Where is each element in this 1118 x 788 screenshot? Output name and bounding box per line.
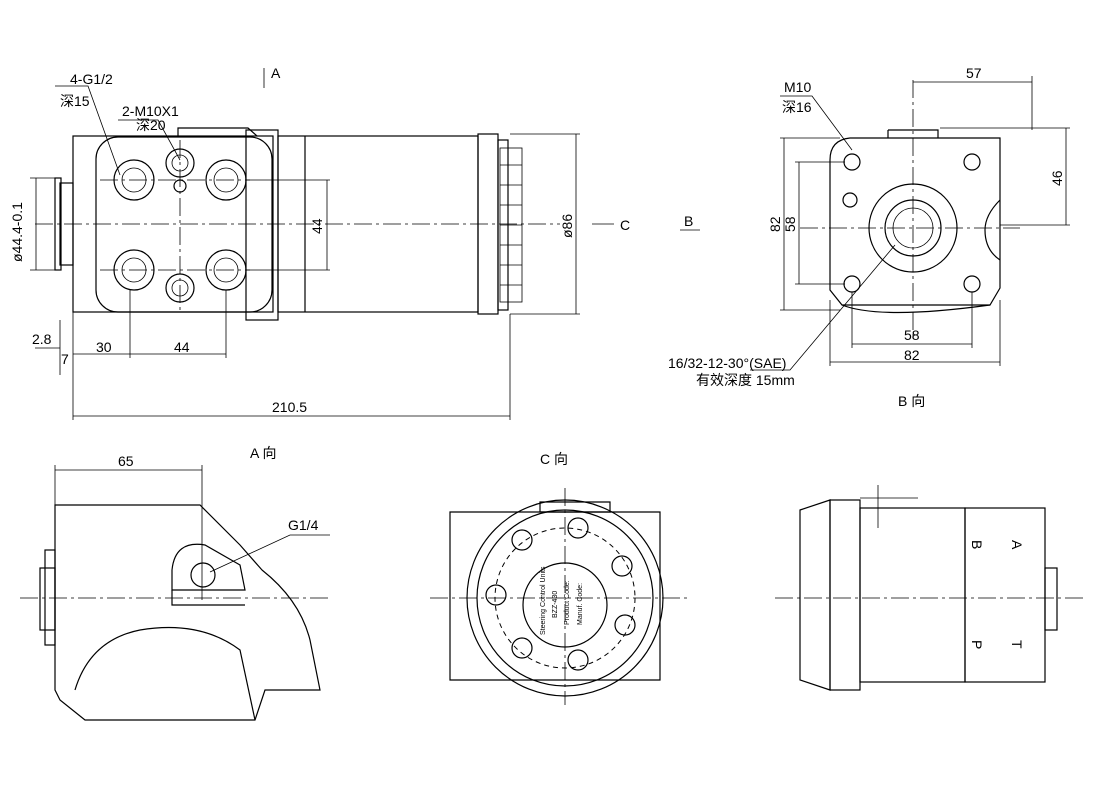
view-arrow-a: A bbox=[271, 65, 281, 81]
pilot-length: 7 bbox=[61, 351, 69, 367]
port-offset: 30 bbox=[96, 339, 112, 355]
g14-callout: G1/4 bbox=[288, 517, 319, 533]
b-view-title: B 向 bbox=[898, 393, 925, 409]
nameplate-product-code: Product Code: bbox=[564, 580, 571, 625]
mount-thread: M10 bbox=[784, 79, 811, 95]
flange-thickness: 2.8 bbox=[32, 331, 52, 347]
spline-spec: 16/32-12-30°(SAE) bbox=[668, 355, 786, 371]
c-view-title: C 向 bbox=[540, 451, 568, 467]
a-view: A 向 65 G1/4 bbox=[20, 445, 330, 721]
bolts bbox=[485, 517, 636, 671]
dim-58-vertical: 58 bbox=[782, 216, 798, 232]
dim-57: 57 bbox=[966, 65, 982, 81]
port-spacing-horizontal: 44 bbox=[174, 339, 190, 355]
spline-depth: 有效深度 15mm bbox=[696, 372, 795, 388]
b-view-flange bbox=[829, 137, 1001, 306]
spline-teeth bbox=[499, 147, 523, 303]
dim-82-horizontal: 82 bbox=[904, 347, 920, 363]
pilot-diameter: ø44.4-0.1 bbox=[9, 202, 25, 262]
a-view-title: A 向 bbox=[250, 445, 276, 461]
port-label-a: A bbox=[1009, 540, 1025, 550]
port-label-p: P bbox=[969, 640, 985, 649]
thread-depth: 深20 bbox=[136, 117, 166, 133]
front-view: 4-G1/2 深15 2-M10X1 深20 A ø44.4-0.1 44 ø8… bbox=[9, 65, 700, 420]
side-view: B A T P bbox=[775, 485, 1085, 691]
c-view: C 向 Steering Control Units BZZ-430 Produ… bbox=[430, 451, 690, 705]
port-callout: 4-G1/2 bbox=[70, 71, 113, 87]
dim-65: 65 bbox=[118, 453, 134, 469]
overall-length: 210.5 bbox=[272, 399, 307, 415]
thread-callout: 2-M10X1 bbox=[122, 103, 179, 119]
dim-46: 46 bbox=[1049, 170, 1065, 186]
dim-58-horizontal: 58 bbox=[904, 327, 920, 343]
nameplate-model: BZZ-430 bbox=[552, 591, 559, 618]
mount-depth: 深16 bbox=[782, 99, 812, 115]
port-depth: 深15 bbox=[60, 93, 90, 109]
port-spacing-vertical: 44 bbox=[309, 218, 325, 234]
body-diameter: ø86 bbox=[559, 214, 575, 238]
view-arrow-c: C bbox=[620, 217, 630, 233]
nameplate-manuf-code: Manuf. Code: bbox=[577, 583, 584, 625]
port-label-t: T bbox=[1009, 640, 1025, 649]
b-view: M10 深16 57 46 82 58 58 82 16/32-12-30°(S… bbox=[668, 65, 1070, 409]
view-arrow-b: B bbox=[684, 213, 693, 229]
port-face bbox=[95, 136, 273, 313]
a-view-body bbox=[54, 504, 321, 721]
dim-82-vertical: 82 bbox=[767, 216, 783, 232]
nameplate-title: Steering Control Units bbox=[540, 566, 547, 635]
port-label-b: B bbox=[969, 540, 985, 549]
